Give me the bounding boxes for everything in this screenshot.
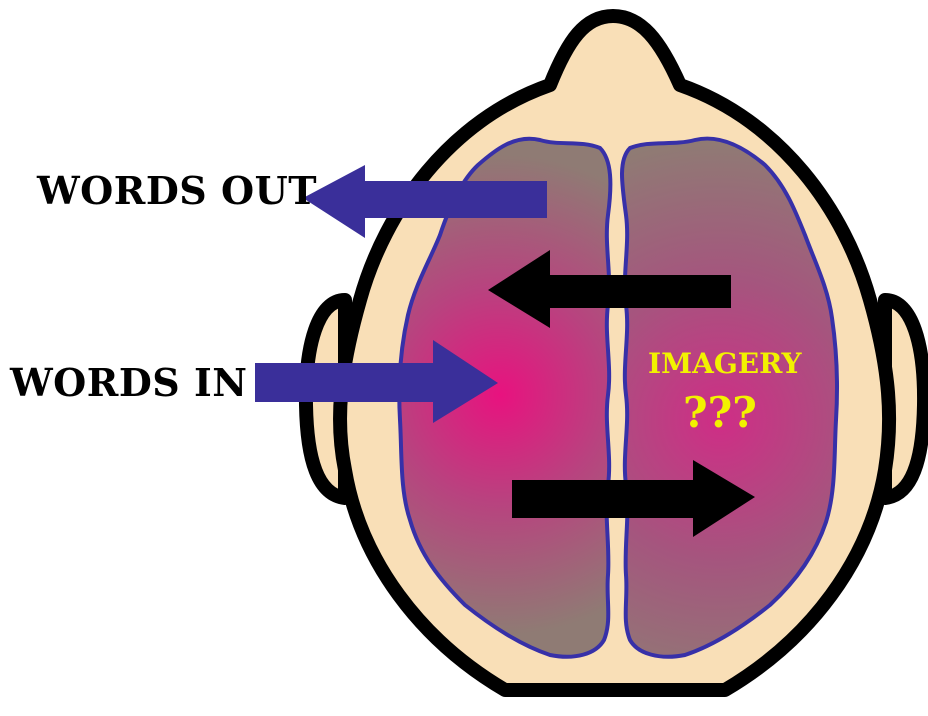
words-out-label: WORDS OUT: [37, 172, 317, 210]
question-marks-label: ???: [683, 392, 757, 434]
imagery-label: IMAGERY: [648, 350, 801, 378]
words-in-label: WORDS IN: [10, 364, 248, 402]
